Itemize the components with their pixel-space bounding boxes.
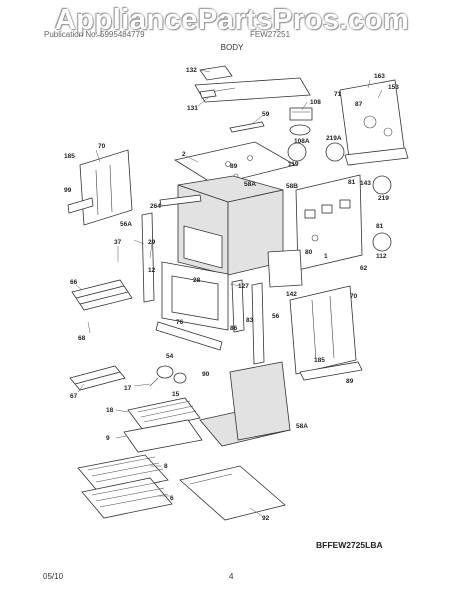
- part-label: 68: [78, 335, 86, 342]
- part-label: 58A: [296, 423, 308, 430]
- sensor-part: [325, 142, 345, 162]
- blower-assembly-part: [289, 107, 313, 136]
- part-label: 2: [182, 151, 186, 158]
- part-label: 29: [148, 239, 156, 246]
- switch-part: [372, 175, 392, 195]
- leader-lines: [75, 69, 383, 517]
- part-label: 131: [187, 105, 198, 112]
- part-label: 18: [106, 407, 114, 414]
- side-trim-56A-part: [141, 212, 155, 303]
- door-trim-top-part: [159, 194, 202, 207]
- publication-number: Publication No: 5995484779: [44, 30, 145, 39]
- part-label: 15: [172, 391, 180, 398]
- trim-86-part: [231, 279, 245, 333]
- footer-page-number: 4: [229, 572, 234, 581]
- part-label: 1: [324, 253, 328, 260]
- trim-56-part: [251, 282, 265, 365]
- part-label: 66: [70, 279, 78, 286]
- oven-light-part: [149, 365, 187, 387]
- part-label: 92: [262, 515, 270, 522]
- part-label: 153: [388, 84, 399, 91]
- part-label: 28: [193, 277, 201, 284]
- part-label: 70: [98, 143, 106, 150]
- left-side-panel-part: [67, 149, 133, 226]
- right-side-panel-part: [289, 285, 357, 375]
- part-label: 143: [360, 180, 371, 187]
- part-label: 83: [246, 317, 254, 324]
- part-label: 86: [230, 325, 238, 332]
- part-label: 87: [355, 101, 363, 108]
- part-label: 54: [166, 353, 174, 360]
- part-label: 56A: [120, 221, 132, 228]
- part-label: 219: [378, 195, 389, 202]
- part-label: 99: [64, 187, 72, 194]
- part-label: 8: [164, 463, 168, 470]
- part-label: 70: [350, 293, 358, 300]
- part-label: 108A: [294, 138, 310, 145]
- part-label: 9: [106, 435, 110, 442]
- part-label: 81: [348, 179, 356, 186]
- watermark-logo: AppliancePartsPros.com: [54, 4, 410, 36]
- part-label: 76: [176, 319, 184, 326]
- part-label: 89: [346, 378, 354, 385]
- diagram-model-code: BFFEW2725LBA: [316, 540, 383, 550]
- part-label: 112: [376, 253, 387, 260]
- part-label: 80: [305, 249, 313, 256]
- part-label: 185: [64, 153, 75, 160]
- door-frame-part: [161, 261, 229, 331]
- control-panel-frame-part: [295, 174, 363, 271]
- bracket-part: [229, 121, 265, 133]
- part-label: 67: [70, 393, 78, 400]
- part-label: 71: [334, 91, 342, 98]
- part-label: 108: [310, 99, 321, 106]
- part-label: 58A: [244, 181, 256, 188]
- part-label: 127: [238, 283, 249, 290]
- part-label: 62: [360, 265, 368, 272]
- part-label: 219A: [326, 135, 342, 142]
- part-label: 37: [114, 239, 122, 246]
- top-vent-cover-part: [194, 65, 311, 103]
- bottom-tray-part: [179, 465, 286, 521]
- oven-racks-part: [77, 454, 173, 519]
- bracket-89-part: [299, 361, 363, 381]
- oven-cavity-part: [177, 175, 284, 276]
- rear-panel-part: [339, 79, 409, 166]
- part-label: 56: [272, 313, 280, 320]
- part-label: 12: [148, 267, 156, 274]
- insulation-blanket-part: [199, 361, 291, 447]
- part-label: 119: [288, 161, 299, 168]
- part-label: 6: [170, 495, 174, 502]
- bottom-trim-part: [155, 321, 223, 351]
- part-label: 185: [314, 357, 325, 364]
- broil-element-part: [71, 279, 133, 311]
- section-title: BODY: [220, 43, 244, 52]
- thermostat-part: [287, 142, 307, 162]
- part-label: 89: [230, 163, 238, 170]
- broiler-pan-part: [123, 397, 203, 453]
- part-label: 132: [186, 67, 197, 74]
- trim-142-part: [267, 249, 303, 288]
- part-label: 142: [286, 291, 297, 298]
- part-label: 59: [262, 111, 270, 118]
- part-label: 81: [376, 223, 384, 230]
- model-number-header: FEW27251: [250, 30, 291, 39]
- part-label: 17: [124, 385, 132, 392]
- relay-part: [372, 232, 392, 252]
- part-label: 163: [374, 73, 385, 80]
- footer-date: 05/10: [43, 572, 64, 581]
- bake-element-part: [69, 365, 126, 391]
- part-label: 264: [150, 203, 161, 210]
- part-number-labels: 132 163 153 71 131 108 87 59 108A 119 21…: [64, 67, 399, 522]
- part-label: 58B: [286, 183, 298, 190]
- part-label: 90: [202, 371, 210, 378]
